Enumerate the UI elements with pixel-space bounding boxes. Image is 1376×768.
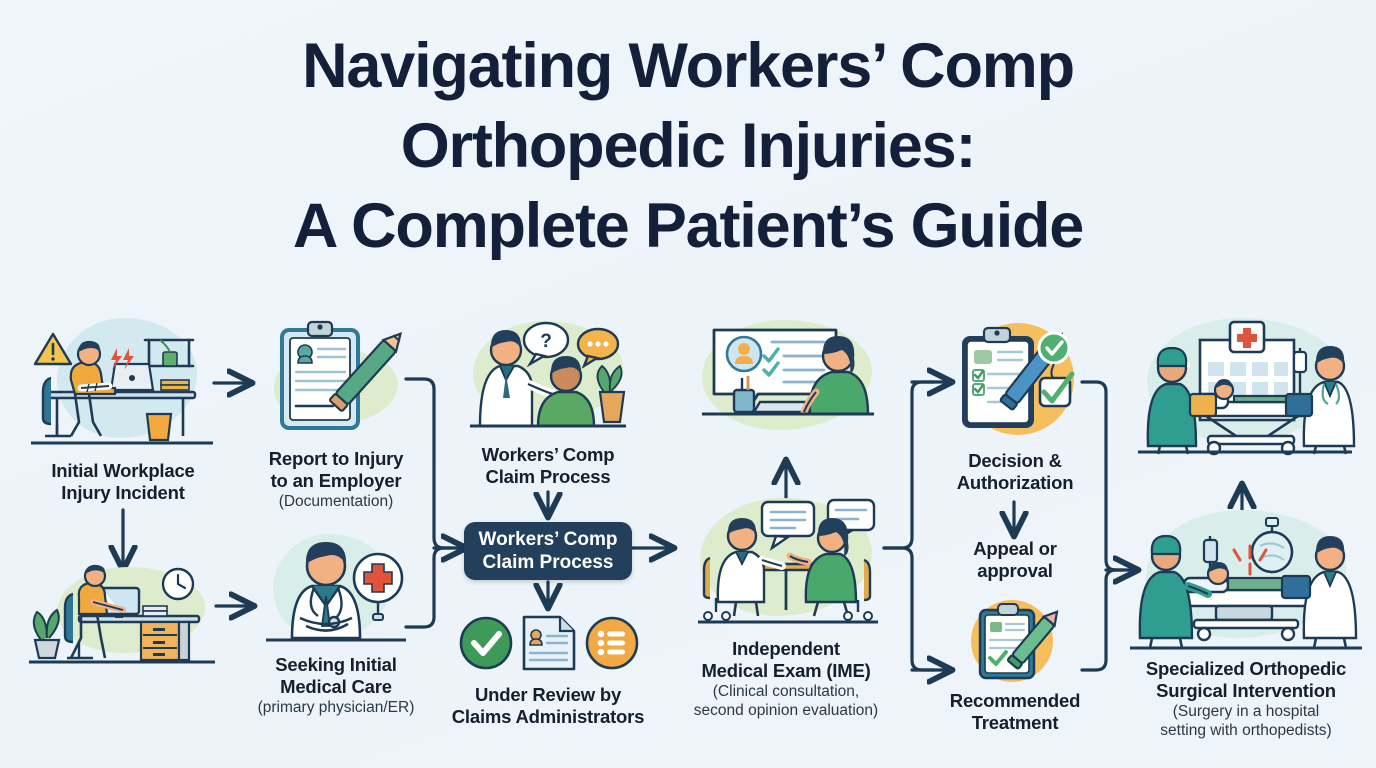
decision-authorization-illustration [944,318,1086,446]
initial-care-label-line1: Seeking Initial [275,654,397,675]
doctor-icon [716,518,786,617]
node-ime[interactable]: Independent Medical Exam (IME) (Clinical… [678,497,894,720]
surgery-label-line2: Surgical Intervention [1156,680,1336,701]
person-record-icon [297,344,313,364]
node-recommended-treatment[interactable]: Recommended Treatment [944,600,1086,734]
appeal-approval-label-line2: approval [977,560,1053,581]
node-under-review[interactable]: Under Review by Claims Administrators [448,612,648,728]
pill-label-line2: Claim Process [482,552,614,573]
warning-triangle-icon [33,332,73,366]
stethoscope-icon [1321,383,1341,405]
initial-care-illustration [248,530,424,648]
node-appeal-approval[interactable]: Appeal or approval [944,538,1086,582]
injury-incident-illustration [23,317,223,448]
appeal-approval-label-line1: Appeal or [973,538,1057,559]
potted-plant-icon [596,364,626,424]
document-person-icon [522,615,576,671]
surgery-sublabel-line1: (Surgery in a hospital [1172,703,1320,720]
report-employer-illustration [248,316,424,442]
report-employer-sublabel: (Documentation) [278,493,394,510]
node-surgery[interactable]: Specialized Orthopedic Surgical Interven… [1124,510,1368,740]
question-bubble-icon: ? [522,321,570,368]
svg-text:?: ? [540,331,552,352]
doctor-tablet-icon [1280,536,1358,649]
node-report-employer[interactable]: Report to Injury to an Employer (Documen… [248,316,424,511]
node-hospital-care[interactable] [1134,317,1356,458]
list-circle-icon [585,616,639,670]
clipboard-icon [280,320,360,430]
title-line-3: A Complete Patient’s Guide [292,191,1084,261]
claim-review-illustration [692,318,882,442]
pencil-icon [1007,610,1059,670]
pill-label-line1: Workers’ Comp [478,529,618,550]
desk-lamp-icon [732,376,756,414]
surgery-illustration [1124,510,1368,654]
ime-illustration [678,497,894,632]
patient-icon [786,518,858,617]
title-line-2: Orthopedic Injuries: [400,111,977,181]
lightning-pain-icon [111,348,134,370]
ime-label-line1: Independent [732,638,840,659]
checklist-icon [762,347,780,377]
claim-process-pill[interactable]: Workers’ Comp Claim Process [464,522,632,580]
node-initial-care[interactable]: Seeking Initial Medical Care (primary ph… [248,530,424,717]
shelf-plant-icon [159,339,178,367]
initial-care-sublabel: (primary physician/ER) [257,699,415,716]
check-box-icon [972,369,985,396]
under-review-icons [448,612,648,674]
report-employer-label-line2: to an Employer [270,470,402,491]
recommended-treatment-illustration [944,600,1086,686]
node-decision-authorization[interactable]: Decision & Authorization [944,318,1086,494]
medical-cross-icon [1237,328,1257,348]
hospital-care-illustration [1134,317,1356,458]
surgical-lamp-icon [1250,517,1294,574]
patient-icon [536,356,596,428]
clock-icon [161,567,195,601]
recommended-treatment-label-line1: Recommended [949,690,1081,711]
pencil-icon [329,332,403,412]
workstation-illustration [23,562,223,672]
ime-sublabel-line2: second opinion evaluation) [693,702,879,719]
node-claim-process-top[interactable]: ? Workers’ Comp Claim Process [458,318,638,488]
decision-authorization-label-line1: Decision & [968,450,1062,471]
patient-bed-icon [1180,562,1310,642]
claim-process-illustration: ? [458,318,638,436]
doctor-icon [290,542,362,640]
page-title: Navigating Workers’ Comp Orthopedic Inju… [0,26,1376,266]
person-icon [800,336,870,416]
decision-authorization-label-line2: Authorization [956,472,1074,493]
surgery-label-line1: Specialized Orthopedic [1145,658,1347,679]
injury-incident-label-line1: Initial Workplace [51,460,195,481]
claim-process-top-label-line2: Claim Process [485,466,611,487]
pain-spark-icon [1232,544,1268,576]
laptop-icon [109,362,155,392]
surgeon-icon [1138,534,1212,649]
chat-bubble-icon [576,327,620,369]
node-injury-incident[interactable]: Initial Workplace Injury Incident [18,317,228,504]
claim-process-top-label-line1: Workers’ Comp [481,444,615,465]
injury-incident-label-line2: Injury Incident [61,482,185,503]
recommended-treatment-label-line2: Treatment [971,712,1059,733]
potted-plant-icon [32,608,61,660]
ime-label-line2: Medical Exam (IME) [701,660,871,681]
medical-cross-icon [352,552,404,621]
report-employer-label-line1: Report to Injury [268,448,404,469]
nurse-icon [1146,346,1218,455]
under-review-label-line1: Under Review by [474,684,622,705]
node-workstation[interactable] [18,562,228,672]
check-circle-icon [1037,331,1071,365]
surgery-sublabel-line2: setting with orthopedists) [1160,722,1332,739]
chat-bubble-icon [760,500,816,552]
gurney-icon [1194,400,1308,456]
check-box-icon [1038,371,1075,408]
check-circle-icon [459,616,513,670]
ime-sublabel-line1: (Clinical consultation, [712,683,860,700]
under-review-label-line2: Claims Administrators [451,706,645,727]
initial-care-label-line2: Medical Care [280,676,392,697]
title-line-1: Navigating Workers’ Comp [302,31,1075,101]
node-claim-review-screen[interactable] [692,318,882,442]
